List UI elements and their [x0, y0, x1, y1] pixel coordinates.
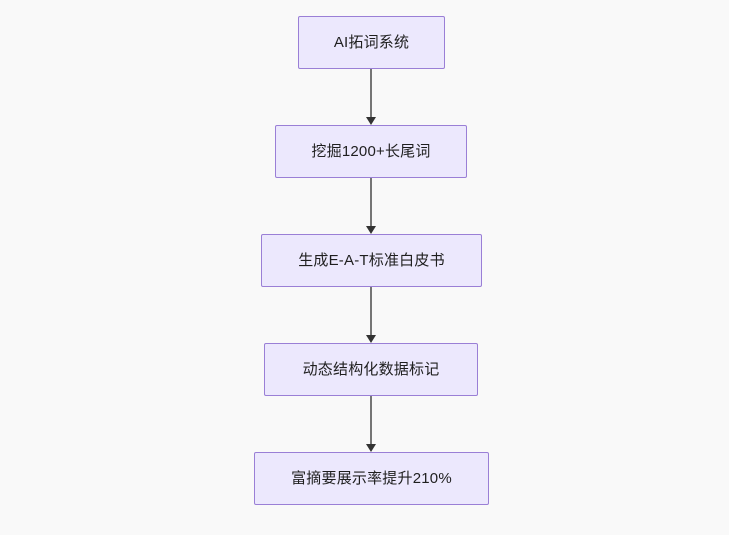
arrowhead-n4-n5 [366, 444, 376, 452]
flowchart-node-label: 富摘要展示率提升210% [291, 469, 452, 487]
flowchart-node-rich-snippet-rate-increase[interactable]: 富摘要展示率提升210% [254, 452, 489, 505]
edge-n4-n5 [370, 396, 372, 444]
edge-n1-n2 [370, 69, 372, 117]
flowchart-node-dynamic-structured-data-markup[interactable]: 动态结构化数据标记 [264, 343, 478, 396]
flowchart-node-generate-eat-whitepaper[interactable]: 生成E-A-T标准白皮书 [261, 234, 482, 287]
flowchart-node-label: 动态结构化数据标记 [302, 360, 440, 378]
flowchart-node-mine-longtail-keywords[interactable]: 挖掘1200+长尾词 [275, 125, 467, 178]
flowchart-node-label: AI拓词系统 [333, 33, 410, 51]
edge-n2-n3 [370, 178, 372, 226]
arrowhead-n1-n2 [366, 117, 376, 125]
flowchart-node-ai-keyword-system[interactable]: AI拓词系统 [298, 16, 445, 69]
arrowhead-n3-n4 [366, 335, 376, 343]
edge-n3-n4 [370, 287, 372, 335]
flowchart-node-label: 挖掘1200+长尾词 [311, 142, 431, 160]
flowchart-node-label: 生成E-A-T标准白皮书 [298, 251, 445, 269]
arrowhead-n2-n3 [366, 226, 376, 234]
